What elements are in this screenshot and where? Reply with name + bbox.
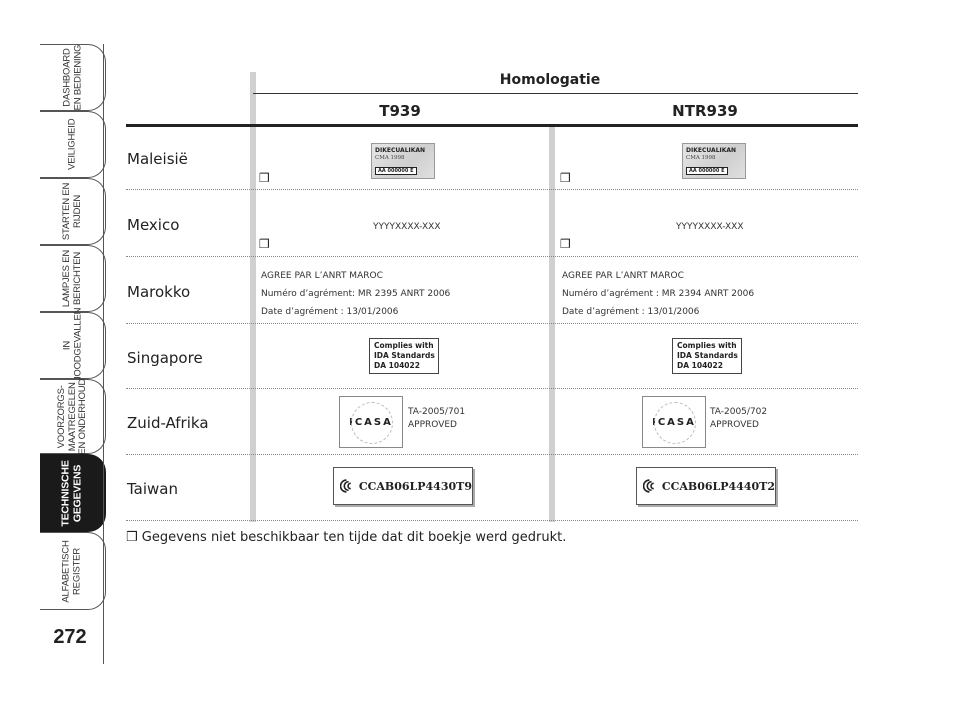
row-separator xyxy=(126,388,858,389)
country-zuid-afrika: Zuid-Afrika xyxy=(127,414,209,432)
tab-label: TECHNISCHE GEGEVENS xyxy=(60,459,84,527)
row-separator xyxy=(126,189,858,190)
approval-text: Date d’agrément : 13/01/2006 xyxy=(562,307,700,317)
title-rule xyxy=(253,93,858,95)
ncc-mark-icon xyxy=(643,479,654,493)
tab-voorzorgsmaatregelen[interactable]: VOORZORGS- MAATREGELEN EN ONDERHOUD xyxy=(40,379,106,454)
country-singapore: Singapore xyxy=(127,349,203,367)
approval-code: YYYYXXXX-XXX xyxy=(676,222,744,232)
ccab-certification-label: CCAB06LP4440T2 xyxy=(636,467,776,505)
icasa-star-ring xyxy=(351,402,393,444)
header-rule xyxy=(126,124,858,127)
country-taiwan: Taiwan xyxy=(127,480,179,498)
approval-text: TA-2005/701 xyxy=(408,407,466,417)
table-title: Homologatie xyxy=(499,72,601,88)
logo-text: DIKECUALIKAN xyxy=(686,147,737,154)
logo-text: DIKECUALIKAN xyxy=(375,147,426,154)
ida-text: DA 104022 xyxy=(374,361,420,370)
ida-text: IDA Standards xyxy=(677,351,738,360)
approval-code: YYYYXXXX-XXX xyxy=(373,222,441,232)
checkbox-icon: ❒ xyxy=(560,237,571,251)
ccab-code: CCAB06LP4440T2 xyxy=(661,479,775,493)
ida-compliance-label: Complies with IDA Standards DA 104022 xyxy=(369,338,439,374)
approval-text: Numéro d’agrément: MR 2395 ANRT 2006 xyxy=(261,289,451,299)
tab-veiligheid[interactable]: VEILIGHEID xyxy=(40,111,106,178)
ccab-certification-label: CCAB06LP4430T9 xyxy=(333,467,473,505)
ida-text: DA 104022 xyxy=(677,361,723,370)
tab-label: VOORZORGS- MAATREGELEN EN ONDERHOUD xyxy=(55,378,88,455)
tab-label: VEILIGHEID xyxy=(66,118,78,171)
tab-in-noodgevallen[interactable]: IN NOODGEVALLEN xyxy=(40,308,106,383)
dikecualikan-logo: DIKECUALIKAN CMA 1998 AA 000000 E xyxy=(682,143,746,179)
icasa-logo: ICASA xyxy=(642,396,706,448)
column-header-t939: T939 xyxy=(379,102,421,120)
approval-text: Date d’agrément : 13/01/2006 xyxy=(261,307,399,317)
tab-technische-gegevens[interactable]: TECHNISCHE GEGEVENS xyxy=(40,454,106,532)
country-marokko: Marokko xyxy=(127,283,191,301)
footnote: ❒ Gegevens niet beschikbaar ten tijde da… xyxy=(126,530,567,545)
ncc-mark-icon xyxy=(340,479,351,493)
country-mexico: Mexico xyxy=(127,216,180,234)
approval-text: APPROVED xyxy=(408,420,457,430)
approval-text: TA-2005/702 xyxy=(710,407,768,417)
tab-label: LAMPJES EN BERICHTEN xyxy=(60,249,83,308)
row-separator xyxy=(126,256,858,257)
tab-label: STARTEN EN RIJDEN xyxy=(60,182,83,241)
icasa-star-ring xyxy=(654,402,696,444)
approval-text: APPROVED xyxy=(710,420,759,430)
tab-label: IN NOODGEVALLEN xyxy=(61,307,83,384)
row-separator xyxy=(126,454,858,455)
logo-text: CMA 1998 xyxy=(375,155,405,161)
logo-text: AA 000000 E xyxy=(686,167,728,175)
ida-compliance-label: Complies with IDA Standards DA 104022 xyxy=(672,338,742,374)
tab-starten-en-rijden[interactable]: STARTEN EN RIJDEN xyxy=(40,178,106,245)
row-separator xyxy=(126,323,858,324)
icasa-logo: ICASA xyxy=(339,396,403,448)
approval-text: Numéro d’agrément : MR 2394 ANRT 2006 xyxy=(562,289,755,299)
tab-lampjes-en-berichten[interactable]: LAMPJES EN BERICHTEN xyxy=(40,245,106,312)
tab-label: DASHBOARD EN BEDIENING xyxy=(61,44,83,111)
dikecualikan-logo: DIKECUALIKAN CMA 1998 AA 000000 E xyxy=(371,143,435,179)
ida-text: Complies with xyxy=(374,341,434,350)
approval-text: AGREE PAR L’ANRT MAROC xyxy=(261,271,383,281)
column-header-ntr939: NTR939 xyxy=(672,102,738,120)
logo-text: CMA 1998 xyxy=(686,155,716,161)
checkbox-icon: ❒ xyxy=(560,171,571,185)
ccab-code: CCAB06LP4430T9 xyxy=(358,479,472,493)
column-divider xyxy=(250,72,256,522)
tab-alfabetisch-register[interactable]: ALFABETISCH REGISTER xyxy=(40,532,106,610)
country-maleisie: Maleisië xyxy=(127,150,188,168)
sidebar-line xyxy=(103,44,105,664)
checkbox-icon: ❒ xyxy=(259,237,270,251)
logo-text: AA 000000 E xyxy=(375,167,417,175)
approval-text: AGREE PAR L’ANRT MAROC xyxy=(562,271,684,281)
ida-text: IDA Standards xyxy=(374,351,435,360)
tab-label: ALFABETISCH REGISTER xyxy=(61,539,83,603)
tab-dashboard[interactable]: DASHBOARD EN BEDIENING xyxy=(40,44,106,111)
checkbox-icon: ❒ xyxy=(259,171,270,185)
ida-text: Complies with xyxy=(677,341,737,350)
page-number: 272 xyxy=(53,626,87,648)
row-separator xyxy=(126,520,858,521)
